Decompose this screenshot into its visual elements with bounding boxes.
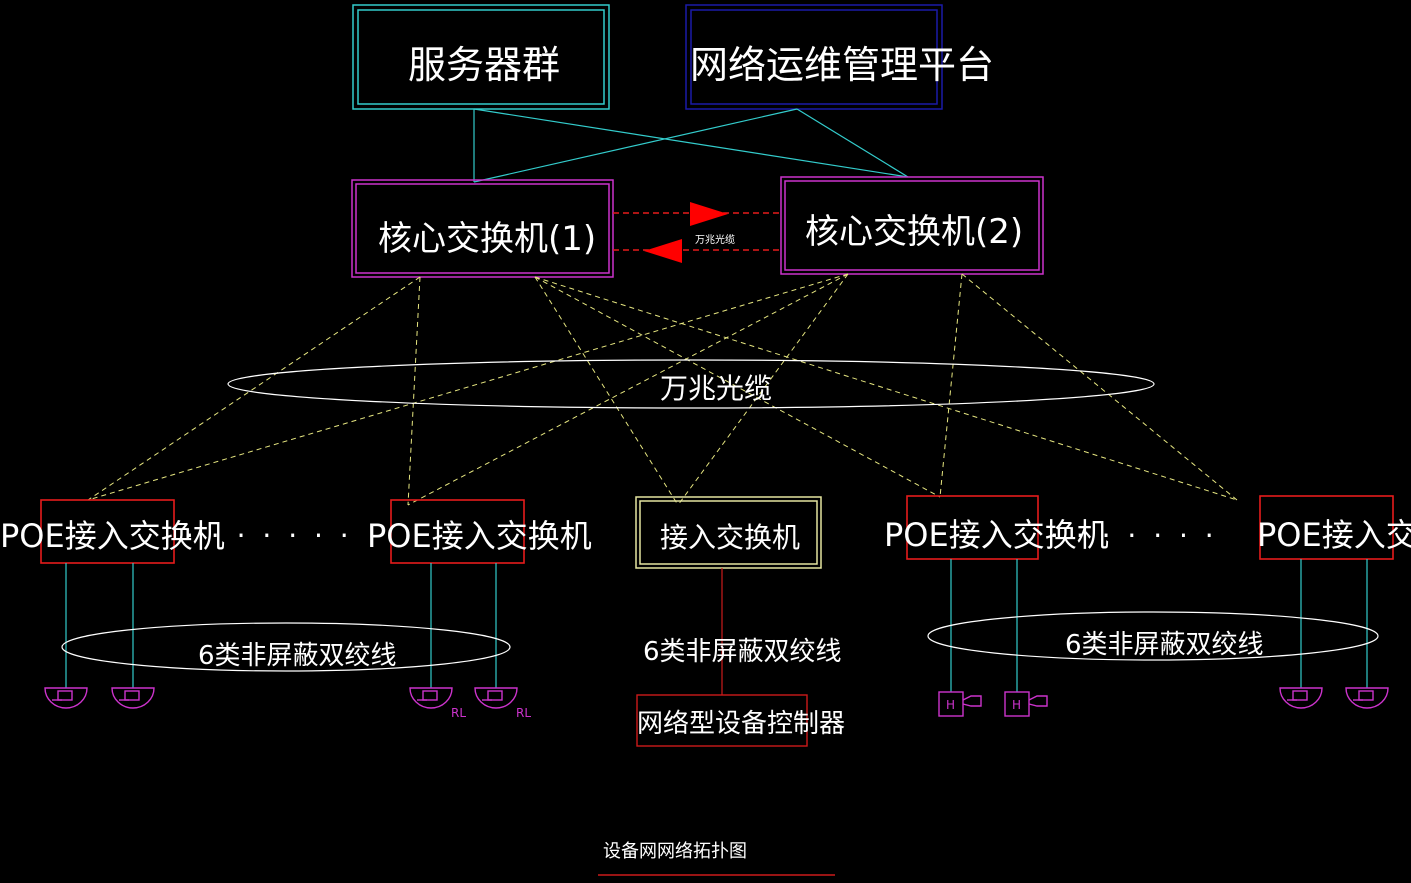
poe-switch-4-label: POE接入交换机 [1257, 516, 1411, 554]
controller-label: 网络型设备控制器 [637, 709, 845, 739]
rl-label: RL [516, 706, 531, 720]
controller-node: 网络型设备控制器 [636, 694, 845, 747]
h-label: H [946, 698, 955, 712]
cable-left-label: 6类非屏蔽双绞线 [198, 641, 397, 671]
poe-switch-3-node: POE接入交换机 [884, 495, 1109, 560]
dome-camera-icon [474, 687, 518, 709]
cable-bundle-right: 6类非屏蔽双绞线 [927, 611, 1379, 661]
dots-left: · · · · · · · [185, 519, 353, 552]
dome-camera-icon [44, 687, 88, 709]
cable-drops [65, 559, 1368, 692]
server-cluster-label: 服务器群 [408, 43, 560, 87]
cable-bundle-left: 6类非屏蔽双绞线 [61, 622, 511, 672]
core-switch-1-node: 核心交换机(1) [351, 179, 614, 278]
poe-switch-4-node: POE接入交换机 [1257, 495, 1411, 560]
bullet-camera-icon [1004, 691, 1048, 717]
poe-switch-2-node: POE接入交换机 [367, 499, 592, 564]
network-platform-label: 网络运维管理平台 [690, 43, 994, 87]
access-switch-node: 接入交换机 [635, 496, 822, 569]
bullet-camera-icon [938, 691, 982, 717]
dome-camera-icon [1279, 687, 1323, 709]
top-links [473, 108, 909, 183]
dome-camera-icon [409, 687, 453, 709]
poe-switch-2-label: POE接入交换机 [367, 517, 592, 555]
core-switch-1-label: 核心交换机(1) [378, 219, 596, 259]
h-label: H [1012, 698, 1021, 712]
cable-middle-label: 6类非屏蔽双绞线 [643, 637, 842, 667]
core-switch-2-label: 核心交换机(2) [805, 212, 1023, 252]
core-interlink: 万兆光缆 [613, 202, 781, 263]
core-link-label: 万兆光缆 [695, 233, 735, 246]
dome-camera-icon [111, 687, 155, 709]
poe-switch-1-label: POE接入交换机 [0, 517, 225, 555]
fiber-label: 万兆光缆 [660, 372, 772, 405]
fiber-bundle: 万兆光缆 [227, 359, 1155, 409]
dots-right: · · · · · · · [1050, 519, 1218, 552]
arrow-right-icon [690, 202, 728, 226]
diagram-caption: 设备网网络拓扑图 [598, 841, 835, 876]
access-switch-label: 接入交换机 [660, 521, 800, 554]
dome-camera-icon [1345, 687, 1389, 709]
core-switch-2-node: 核心交换机(2) [780, 176, 1044, 275]
fiber-links [87, 273, 1238, 506]
poe-switch-3-label: POE接入交换机 [884, 516, 1109, 554]
poe-switch-1-node: POE接入交换机 [0, 499, 225, 564]
caption-text: 设备网网络拓扑图 [603, 841, 747, 862]
rl-label: RL [451, 706, 466, 720]
arrow-left-icon [644, 239, 682, 263]
server-cluster-node: 服务器群 [352, 4, 610, 110]
network-platform-node: 网络运维管理平台 [685, 4, 994, 110]
cable-right-label: 6类非屏蔽双绞线 [1065, 630, 1264, 660]
